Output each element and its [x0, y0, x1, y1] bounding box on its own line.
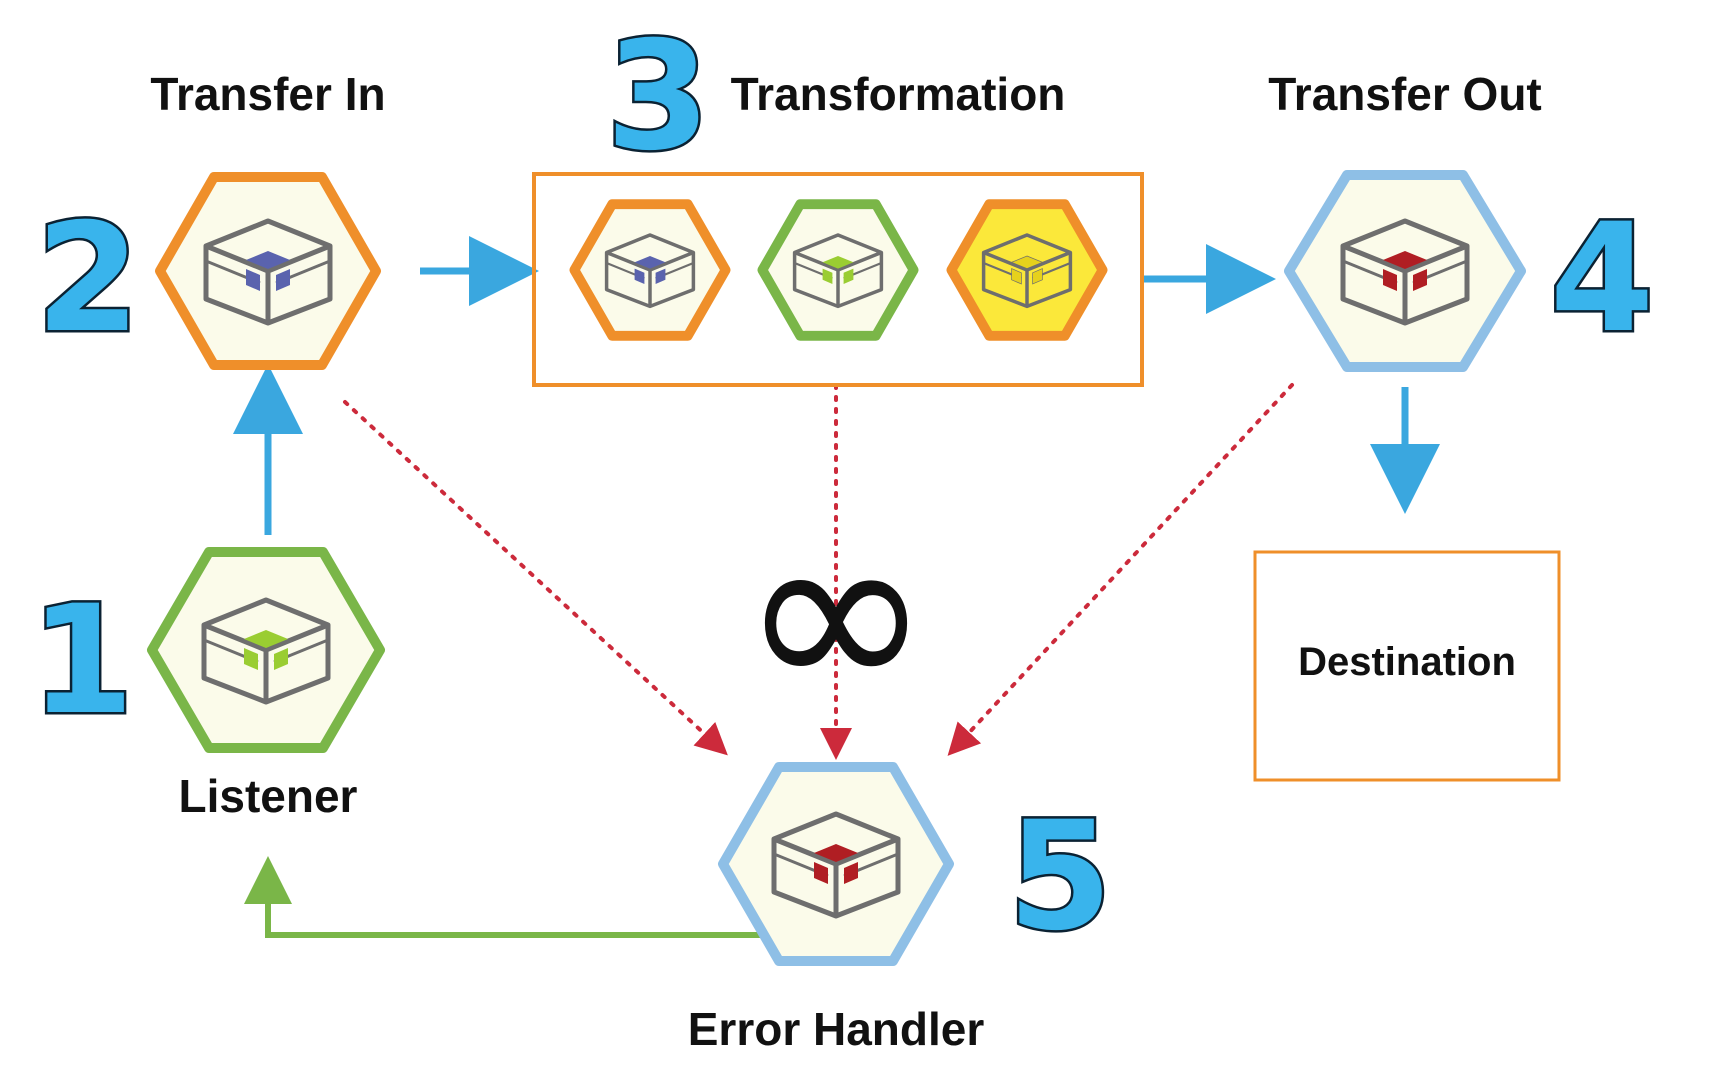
error-arrow-transfer-out	[947, 383, 1294, 756]
error-handler-node[interactable]	[718, 762, 954, 966]
step-number-4: 4	[1550, 192, 1654, 366]
package-box-icon	[792, 233, 884, 309]
destination-label: Destination	[1298, 640, 1516, 684]
transfer-out-title: Transfer Out	[1268, 68, 1542, 120]
transformation-title: Transformation	[731, 68, 1066, 120]
package-box-icon	[204, 600, 328, 702]
return-arrow-error-handler-to-listener	[244, 856, 762, 938]
connectors	[233, 236, 1440, 938]
step-number-3: 3	[606, 10, 710, 184]
package-box-icon	[774, 814, 898, 916]
package-box-icon	[1343, 221, 1467, 323]
package-box-icon	[981, 233, 1073, 309]
listener-label: Listener	[179, 770, 358, 822]
destination-box[interactable]: Destination	[1253, 550, 1561, 782]
transformation-step-2-node[interactable]	[757, 199, 919, 341]
step-number-2: 2	[36, 192, 140, 366]
transformation-step-1-node[interactable]	[569, 199, 731, 341]
loop-infinity-icon: ∞	[740, 480, 932, 747]
error-handler-label: Error Handler	[688, 1003, 985, 1055]
transfer-out-node[interactable]	[1284, 170, 1526, 372]
transfer-in-node[interactable]	[155, 172, 381, 370]
transformation-container	[532, 172, 1144, 387]
listener-node[interactable]	[147, 547, 385, 753]
package-box-icon	[206, 221, 330, 323]
error-arrow-transfer-in	[343, 400, 728, 756]
transformation-step-3-node[interactable]	[946, 199, 1108, 341]
transfer-in-title: Transfer In	[150, 68, 385, 120]
step-number-1: 1	[30, 574, 134, 748]
step-number-5: 5	[1008, 790, 1112, 964]
package-box-icon	[604, 233, 696, 309]
